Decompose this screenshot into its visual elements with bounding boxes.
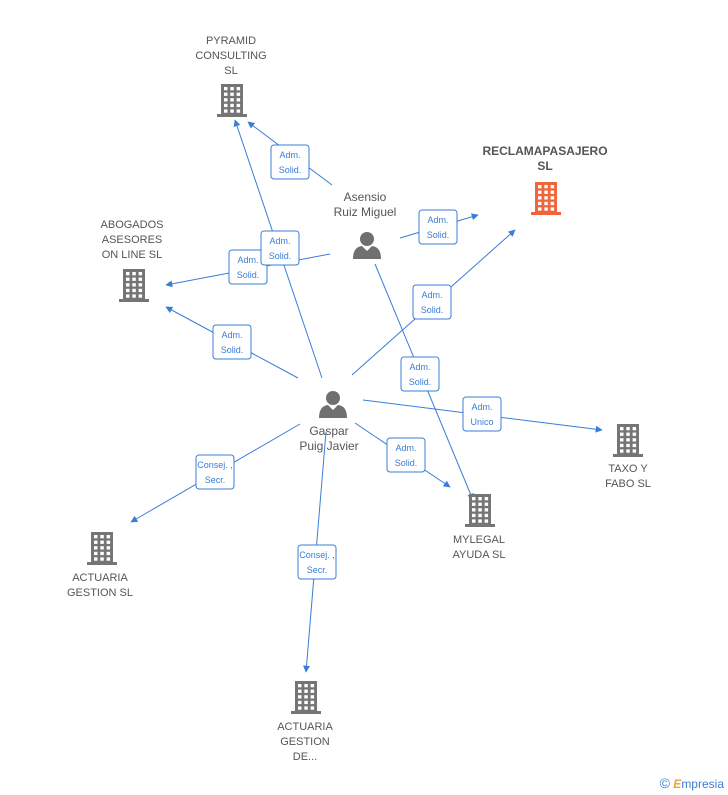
company-name-line: SL [224, 65, 237, 77]
company-name-line: ASESORES [102, 234, 163, 246]
edge-label-box [212, 324, 252, 360]
edge-label-text: Adm. [221, 330, 242, 340]
brand-initial: E [673, 777, 682, 791]
edge-label-text: Solid. [279, 165, 302, 175]
brand-name: mpresia [681, 777, 724, 791]
person-name-line: Puig Javier [299, 439, 358, 453]
person-name-line: Ruiz Miguel [334, 205, 397, 219]
edge-label-box [260, 230, 300, 266]
company-name-line: FABO SL [605, 478, 651, 490]
edge-label-box [412, 284, 452, 320]
edge-label-text: Solid. [409, 377, 432, 387]
company-name-line: GESTION [280, 736, 330, 748]
edge-label-text: Unico [470, 417, 493, 427]
company-name-line: ACTUARIA [72, 572, 128, 584]
company-name-line: ON LINE SL [102, 249, 163, 261]
edge-label-box [270, 144, 310, 180]
company-name-line: SL [537, 159, 552, 173]
edge-label-text: Solid. [237, 270, 260, 280]
nodes-layer: PYRAMIDCONSULTINGSLRECLAMAPASAJEROSLABOG… [67, 35, 651, 763]
edge-label-text: Adm. [421, 290, 442, 300]
edge-label-gaspar-pyramid[interactable]: Adm. Solid. [260, 230, 300, 266]
edge-label-gaspar-abogados[interactable]: Adm. Solid. [212, 324, 252, 360]
company-name-line: TAXO Y [608, 463, 648, 475]
company-node-actuaria_gestion_de[interactable]: ACTUARIA GESTION DE... [277, 681, 333, 763]
edge-label-text: Solid. [421, 305, 444, 315]
edge-label-box [462, 396, 502, 432]
edge-label-text: Secr. [307, 565, 328, 575]
edge-label-gaspar-reclama[interactable]: Adm. Solid. [412, 284, 452, 320]
building-icon [87, 532, 117, 565]
edge-label-asensio-reclama[interactable]: Adm. Solid. [418, 209, 458, 245]
edge-label-box [418, 209, 458, 245]
edge-label-text: Adm. [409, 362, 430, 372]
edge-label-box [400, 356, 440, 392]
copyright-icon: © [659, 775, 670, 791]
edge-labels-layer: Adm. Solid. Adm. Solid. Adm. Solid. Adm. Solid.… [195, 144, 502, 580]
edge-label-box [297, 544, 337, 580]
edge-label-text: Consej. , [197, 460, 233, 470]
company-node-abogados[interactable]: ABOGADOS ASESORES ON LINE SL [101, 219, 164, 302]
person-icon [319, 391, 347, 418]
edge-label-text: Secr. [205, 475, 226, 485]
edge-label-text: Consej. , [299, 550, 335, 560]
company-name-line: ACTUARIA [277, 721, 333, 733]
building-icon [217, 84, 247, 117]
company-name-line: PYRAMID [206, 35, 256, 47]
edge-label-text: Adm. [471, 402, 492, 412]
edge-label-text: Adm. [269, 236, 290, 246]
company-node-mylegal[interactable]: MYLEGAL AYUDA SL [453, 494, 506, 561]
company-name-line: MYLEGAL [453, 534, 505, 546]
empresia-brand[interactable]: © Empresia [660, 775, 724, 791]
edge-label-box [228, 249, 268, 285]
company-node-taxo[interactable]: TAXO Y FABO SL [605, 424, 651, 490]
edge-label-text: Adm. [395, 443, 416, 453]
edge-label-gaspar-actuaria_gestion_de[interactable]: Consej. , Secr. [297, 544, 337, 580]
building-icon [119, 269, 149, 302]
company-node-actuaria_gestion[interactable]: ACTUARIA GESTION SL [67, 532, 133, 599]
edge-label-gaspar-mylegal[interactable]: Adm. Solid. [386, 437, 426, 473]
edge-label-asensio-pyramid[interactable]: Adm. Solid. [270, 144, 310, 180]
company-name-line: ABOGADOS [101, 219, 164, 231]
edge-label-text: Solid. [221, 345, 244, 355]
building-icon [465, 494, 495, 527]
edge-label-box [386, 437, 426, 473]
edge-label-asensio-mylegal[interactable]: Adm. Solid. [400, 356, 440, 392]
person-icon [353, 232, 381, 259]
building-icon [531, 182, 561, 215]
building-icon [613, 424, 643, 457]
edge-label-text: Adm. [427, 215, 448, 225]
company-name-line: RECLAMAPASAJERO [482, 144, 607, 158]
edge-label-text: Adm. [237, 255, 258, 265]
company-name-line: CONSULTING [195, 50, 266, 62]
edge-label-text: Adm. [279, 150, 300, 160]
company-name-line: AYUDA SL [453, 549, 506, 561]
company-name-line: GESTION SL [67, 587, 133, 599]
edge-label-gaspar-actuaria_gestion[interactable]: Consej. , Secr. [195, 454, 235, 490]
edge-label-text: Solid. [395, 458, 418, 468]
edge-label-asensio-abogados[interactable]: Adm. Solid. [228, 249, 268, 285]
company-name-line: DE... [293, 751, 317, 763]
building-icon [291, 681, 321, 714]
person-name-line: Asensio [344, 190, 387, 204]
edge-label-box [195, 454, 235, 490]
edge-label-gaspar-taxo[interactable]: Adm. Unico [462, 396, 502, 432]
person-name-line: Gaspar [309, 424, 348, 438]
edge-label-text: Solid. [269, 251, 292, 261]
company-node-pyramid[interactable]: PYRAMID CONSULTING SL [195, 35, 267, 117]
edge-label-text: Solid. [427, 230, 450, 240]
